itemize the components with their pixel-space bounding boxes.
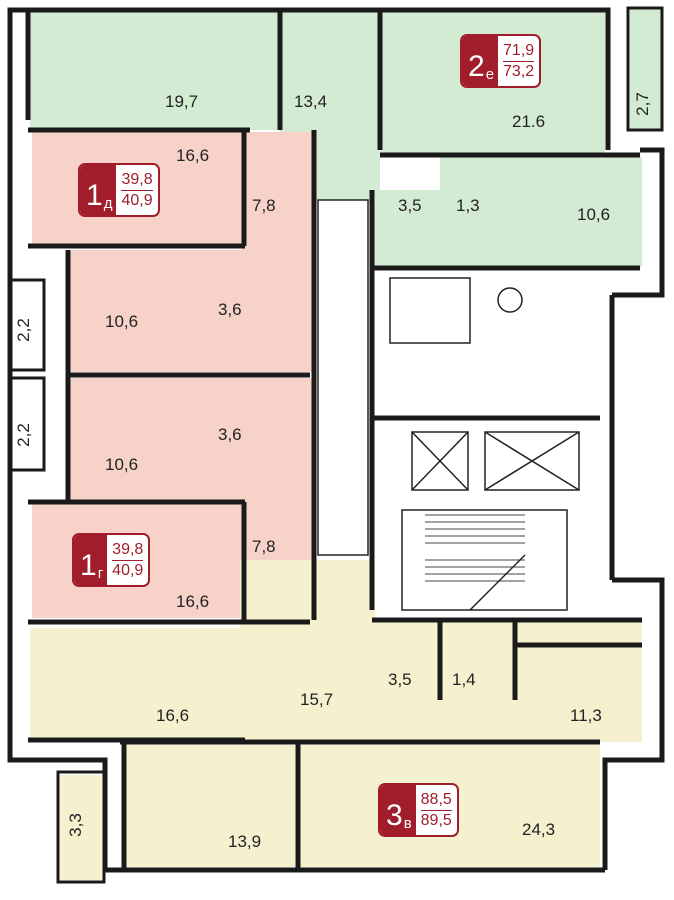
apartment-1d-fill (32, 132, 312, 372)
room-area-label: 16,6 (176, 592, 210, 611)
outer-wall-bottom (7, 7, 605, 873)
room-area-label: 1,3 (456, 196, 480, 215)
stair-diagonal (469, 554, 526, 611)
room-area-label: 10,6 (577, 205, 611, 224)
room-area-label: 3,3 (65, 813, 85, 837)
apartment-rooms-count: 1 (86, 179, 103, 212)
apartment-1g-fill (32, 378, 312, 618)
apartment-letter: г (97, 565, 104, 582)
balcony-2-2-a (8, 278, 46, 372)
apartment-rooms-count: 1 (80, 549, 97, 582)
apartment-badge-3v: 3 в 88,5 89,5 (378, 783, 459, 837)
apartment-living-area: 71,9 (503, 41, 535, 62)
toilet-core-icon (497, 287, 523, 313)
room-area-label: 2,7 (632, 92, 652, 116)
apartment-code: 2 е (462, 36, 499, 86)
walls (7, 7, 665, 873)
apt-1d-zone-hall (242, 132, 312, 372)
apartment-areas: 71,9 73,2 (498, 36, 539, 86)
apartment-3v-fill (30, 560, 642, 880)
apartment-total-area: 40,9 (121, 191, 153, 209)
balconies (8, 6, 664, 884)
apt-2e-zone-balcony (630, 8, 662, 130)
room-area-label: 1,4 (452, 670, 476, 689)
apt-3v-zone-hall (240, 560, 375, 740)
outer-wall-top (25, 7, 611, 150)
apt-1d-zone-kitchen (68, 250, 243, 372)
lift-left-cross-b (411, 431, 469, 491)
apt-3v-zone-balcony (60, 775, 105, 880)
room-area-label: 3,6 (218, 300, 242, 319)
apartment-2e-fill (30, 8, 662, 267)
apartment-areas: 39,8 40,9 (107, 535, 148, 585)
room-area-label: 13,4 (294, 92, 328, 111)
lift-right-cross-b (484, 431, 580, 491)
balcony-2-2-b (8, 376, 46, 472)
room-area-label: 21.6 (512, 112, 546, 131)
room-area-label: 19,7 (165, 92, 199, 111)
room-area-label: 3,6 (218, 425, 242, 444)
balcony-3-3 (56, 770, 106, 884)
room-area-label: 2,2 (13, 423, 33, 447)
outer-wall-right-lower (602, 577, 665, 870)
room-area-label: 16,6 (176, 146, 210, 165)
apartment-areas: 88,5 89,5 (416, 785, 457, 835)
apartment-living-area: 88,5 (420, 790, 452, 811)
apartment-letter: в (403, 815, 412, 832)
room-area-label: 3,5 (388, 670, 412, 689)
room-area-label: 24,3 (522, 820, 556, 839)
apartment-code: 3 в (380, 785, 416, 835)
apartment-living-area: 39,8 (121, 170, 153, 191)
room-area-label: 10,6 (105, 312, 139, 331)
lift-right (484, 431, 580, 491)
room-area-label: 15,7 (300, 690, 334, 709)
apartment-living-area: 39,8 (112, 540, 144, 561)
apartment-letter: е (485, 66, 495, 83)
outer-wall-right-upper (612, 147, 665, 298)
lift-left (411, 431, 469, 491)
apartment-badge-1g: 1 г 39,8 40,9 (72, 533, 151, 587)
stair-well (401, 509, 568, 611)
room-area-label: 11,3 (570, 706, 602, 725)
building-core (317, 199, 580, 611)
apartment-rooms-count: 3 (386, 799, 403, 832)
room-area-label: 13,9 (228, 832, 262, 851)
apt-2e-zone-bath (372, 190, 442, 267)
apartment-total-area: 73,2 (503, 62, 535, 80)
apt-3v-zone-kitchen (375, 622, 642, 742)
room-area-label: 7,8 (252, 196, 276, 215)
apt-2e-zone-left (30, 12, 280, 130)
room-area-label: 7,8 (252, 537, 276, 556)
stair-steps (425, 514, 525, 582)
room-area-label: 16,6 (156, 706, 190, 725)
apartment-areas: 39,8 40,9 (116, 165, 157, 215)
apartment-letter: д (103, 195, 113, 212)
apt-2e-zone-kitchen (440, 157, 642, 267)
balcony-2-7 (626, 6, 664, 132)
apt-1g-zone-kitchen (68, 378, 243, 500)
corridor-strip (317, 199, 369, 556)
apartment-total-area: 40,9 (112, 561, 144, 579)
room-area-label: 3,5 (398, 196, 422, 215)
apt-3v-zone-room-left (30, 628, 240, 738)
room-area-label: 10,6 (105, 455, 139, 474)
apartment-code: 1 д (80, 165, 117, 215)
apartment-code: 1 г (74, 535, 108, 585)
room-area-label: 2,2 (13, 318, 33, 342)
apartment-badge-2e: 2 е 71,9 73,2 (460, 34, 542, 88)
apartment-rooms-count: 2 (468, 50, 485, 83)
apt-3v-zone-room-bottom (125, 745, 295, 867)
utility-room (389, 277, 471, 344)
apartment-badge-1d: 1 д 39,8 40,9 (78, 163, 160, 217)
apartment-total-area: 89,5 (420, 811, 452, 829)
